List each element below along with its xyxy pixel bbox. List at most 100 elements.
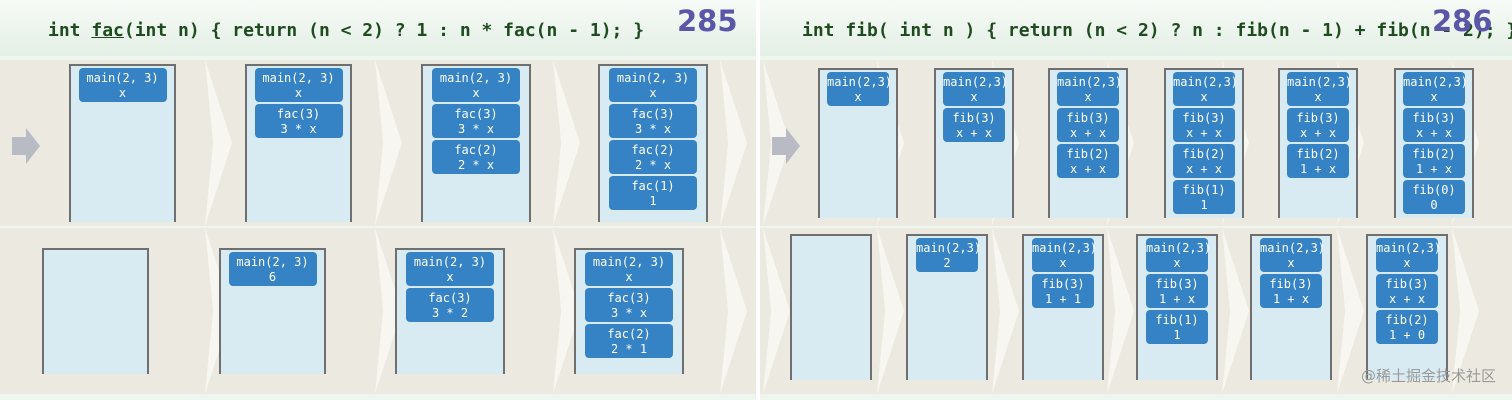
stack-entry-call: fac(3) xyxy=(607,291,651,305)
stack-entry-value: 1 + x xyxy=(1299,162,1337,176)
stack-frame-entry: main(2,3)x xyxy=(1403,72,1469,106)
stack-frame-entry: main(2,3)2 xyxy=(916,238,982,272)
stack-frame-entry: fib(3)x + x xyxy=(1057,108,1119,142)
stack-entry-value: 1 + 0 xyxy=(1388,328,1426,342)
stack-entry-value: 1 + x xyxy=(1158,292,1196,306)
watermark: @稀土掘金技术社区 xyxy=(1360,367,1496,385)
stack-entry-value: x xyxy=(118,86,127,100)
stack-entry-call: fib(3) xyxy=(1182,111,1226,125)
stack-entry-value: x xyxy=(1287,256,1295,270)
slide-286: int fib( int n ) { return (n < 2) ? n : … xyxy=(760,0,1512,400)
code-line: int fib( int n ) { return (n < 2) ? n : … xyxy=(802,20,1512,41)
stack-entry-call: main(2, 3) xyxy=(616,71,690,85)
page-number: 285 xyxy=(677,4,738,38)
stack-frame-entry: main(2, 3)6 xyxy=(228,252,317,286)
code-text: (int n) { return (n < 2) ? 1 : n * fac(n… xyxy=(123,20,645,41)
stack-frame-entry: main(2, 3)x xyxy=(609,68,697,102)
stack-frame-entry: fib(3)x + x xyxy=(1287,108,1349,142)
stack-entry-call: fib(3) xyxy=(1155,277,1199,291)
stack-entry-call: fac(1) xyxy=(631,179,675,193)
stack-frame-entry: fib(1)1 xyxy=(1146,310,1208,344)
stack-frame-entry: main(2, 3)x xyxy=(254,68,343,102)
stack-entry-call: main(2, 3) xyxy=(262,71,335,85)
stack-entry-value: x xyxy=(472,86,480,100)
stack-entry-value: 1 xyxy=(649,194,657,208)
stack-entry-call: fib(3) xyxy=(952,111,996,125)
step-separator-chevron xyxy=(375,60,402,226)
stack-entry-value: x + x xyxy=(1185,162,1223,176)
stack-frame-entry: main(2,3)x xyxy=(827,72,893,106)
code-text: int xyxy=(48,20,92,41)
stack-frame-entry: fib(3)x + x xyxy=(1403,108,1465,142)
stack-frame-entry: main(2,3)x xyxy=(1260,238,1325,272)
step-separator-chevron xyxy=(553,60,580,226)
stack-frame-entry: main(2,3)x xyxy=(1287,72,1353,106)
stack-entry-call: fib(3) xyxy=(1412,111,1456,125)
stack-frame-entry: fib(3)x + x xyxy=(1173,108,1235,142)
step-separator-chevron xyxy=(1337,228,1364,394)
stack-entry-call: main(2,3) xyxy=(1403,75,1469,89)
stack-frame-entry: fib(3)x + x xyxy=(1376,274,1438,308)
stack-entry-call: fib(2) xyxy=(1385,313,1429,327)
stack-entry-call: fib(3) xyxy=(1041,277,1085,291)
stack-frame-entry: fib(3)x + x xyxy=(943,108,1005,142)
stack-frame-entry: fac(2)2 * 1 xyxy=(585,324,673,358)
stack-entry-call: fac(3) xyxy=(428,291,472,305)
page-number: 286 xyxy=(1432,4,1493,38)
step-separator-chevron xyxy=(763,228,790,394)
stack-frame-entry: main(2,3)x xyxy=(1376,238,1441,272)
stack-frame-entry: fac(1)1 xyxy=(609,176,697,210)
stack-entry-value: x xyxy=(1430,90,1438,104)
stack-frame-entry: main(2, 3)x xyxy=(585,252,673,286)
stack-entry-call: main(2, 3) xyxy=(439,71,513,85)
stack-entry-value: 1 + 1 xyxy=(1044,292,1082,306)
stack-entry-value: x xyxy=(1173,256,1181,270)
stack-frame-entry: fac(3)3 * x xyxy=(609,104,697,138)
stack-entry-call: main(2,3) xyxy=(827,75,893,89)
stack-entry-call: fib(2) xyxy=(1182,147,1226,161)
stack-entry-value: x + x xyxy=(1388,292,1426,306)
stack-frame-entry: fib(3)1 + x xyxy=(1260,274,1322,308)
stack-entry-call: fib(2) xyxy=(1066,147,1110,161)
stack-frame-entry: fib(0)0 xyxy=(1403,180,1465,214)
stack-entry-call: main(2,3) xyxy=(1287,75,1353,89)
stack-entry-call: main(2,3) xyxy=(1057,75,1123,89)
step-separator-chevron xyxy=(205,60,232,226)
stack-entry-call: fib(3) xyxy=(1066,111,1110,125)
stack-entry-value: 1 xyxy=(1173,328,1181,342)
stack-entry-call: fib(3) xyxy=(1269,277,1313,291)
step-separator-chevron xyxy=(1222,228,1249,394)
code-link[interactable]: fac xyxy=(91,20,124,41)
stack-entry-call: main(2, 3) xyxy=(592,255,666,269)
stack-entry-value: 2 * 1 xyxy=(610,342,648,356)
stack-entry-value: x + x xyxy=(1415,126,1453,140)
stack-entry-value: 3 * 2 xyxy=(431,306,469,320)
stack-entry-call: fac(3) xyxy=(454,107,498,121)
step-separator-chevron xyxy=(877,228,904,394)
stack-entry-call: fac(3) xyxy=(631,107,675,121)
stack-entry-value: 3 * x xyxy=(457,122,495,136)
code-line: int fac(int n) { return (n < 2) ? 1 : n … xyxy=(48,20,644,41)
stack-entry-call: main(2,3) xyxy=(1032,241,1098,255)
stack-frame-entry: fib(3)1 + 1 xyxy=(1032,274,1094,308)
slide-header: int fac(int n) { return (n < 2) ? 1 : n … xyxy=(0,0,756,56)
stack-entry-call: main(2,3) xyxy=(943,75,1009,89)
stack-entry-call: main(2, 3) xyxy=(86,71,159,85)
stack-entry-value: 0 xyxy=(1430,198,1438,212)
stack-entry-value: x + x xyxy=(1069,126,1107,140)
stack-entry-call: main(2, 3) xyxy=(236,255,309,269)
stack-frame-entry: fib(2)1 + x xyxy=(1287,144,1349,178)
stack-entry-value: x xyxy=(1403,256,1411,270)
stack-frame-entry: fac(3)3 * 2 xyxy=(406,288,494,322)
stack-entry-call: fib(2) xyxy=(1412,147,1456,161)
stack-frame-entry: fac(3)3 * x xyxy=(585,288,673,322)
stack-entry-call: main(2,3) xyxy=(916,241,982,255)
stack-entry-value: x + x xyxy=(1299,126,1337,140)
stack-entry-call: fac(2) xyxy=(607,327,651,341)
stack-entry-value: 1 + x xyxy=(1272,292,1310,306)
stack-frame-entry: fac(2)2 * x xyxy=(609,140,697,174)
stack-entry-value: x + x xyxy=(1069,162,1107,176)
call-stack-frame xyxy=(42,248,149,374)
stack-entry-value: 2 * x xyxy=(457,158,495,172)
stack-entry-value: 2 xyxy=(943,256,951,270)
